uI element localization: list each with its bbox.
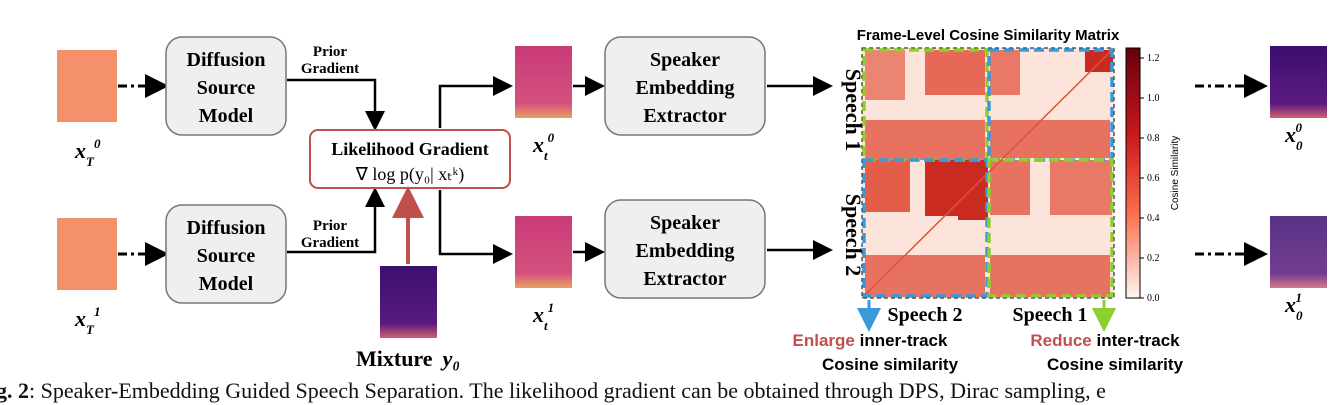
prior-gradient-label: Prior <box>313 44 347 60</box>
colorbar-tick-label: 0.4 <box>1147 213 1160 224</box>
label-xt1: xt1 <box>532 300 554 333</box>
svg-text:∇ log p(y₀| xₜᵏ): ∇ log p(y₀| xₜᵏ) <box>355 164 464 185</box>
arrow <box>287 187 385 254</box>
likelihood-gradient-box: Likelihood Gradient ∇ log p(y₀| xₜᵏ) <box>309 129 511 189</box>
prior-gradient-label: Gradient <box>301 61 359 77</box>
label-xT0: xT0 <box>74 136 101 169</box>
svg-text:Model: Model <box>199 273 254 295</box>
svg-text:Model: Model <box>199 105 254 127</box>
svg-text:Diffusion: Diffusion <box>187 49 266 71</box>
col-label: Speech 2 <box>888 304 963 326</box>
svg-text:Diffusion: Diffusion <box>187 217 266 239</box>
col-label: Speech 1 <box>1013 304 1088 326</box>
svg-text:Speaker: Speaker <box>650 49 720 71</box>
enlarge-note: Cosine similarity <box>822 355 959 374</box>
speaker-embedding-extractor-bottom: Speaker Embedding Extractor <box>604 199 766 299</box>
svg-text:Embedding: Embedding <box>636 77 735 99</box>
row-label: Speech 2 <box>841 194 866 277</box>
noise-image-bottom <box>57 218 117 290</box>
xt1-spectrogram <box>515 216 572 288</box>
svg-text:Speaker: Speaker <box>650 212 720 234</box>
diffusion-source-model-top: Diffusion Source Model <box>165 36 287 136</box>
colorbar-tick-label: 0.0 <box>1147 293 1160 304</box>
speaker-embedding-extractor-top: Speaker Embedding Extractor <box>604 36 766 136</box>
figure-caption: g. 2: Speaker-Embedding Guided Speech Se… <box>0 378 1106 403</box>
arrow <box>287 78 385 131</box>
label-x00: x00 <box>1284 120 1303 153</box>
mixture-spectrogram <box>380 266 437 338</box>
colorbar-tick-label: 0.6 <box>1147 173 1160 184</box>
svg-text:Source: Source <box>197 77 256 99</box>
svg-text:Source: Source <box>197 245 256 267</box>
diffusion-source-model-bottom: Diffusion Source Model <box>165 204 287 304</box>
xt0-spectrogram <box>515 46 572 118</box>
label-xt0: xt0 <box>532 130 555 163</box>
prior-gradient-label: Prior <box>313 218 347 234</box>
colorbar <box>1125 47 1141 299</box>
arrow <box>438 190 513 264</box>
colorbar-tick-label: 0.2 <box>1147 253 1160 264</box>
label-x01: x01 <box>1284 290 1303 323</box>
svg-text:Extractor: Extractor <box>643 268 726 290</box>
similarity-matrix <box>861 47 1115 299</box>
noise-image-top <box>57 50 117 122</box>
matrix-title: Frame-Level Cosine Similarity Matrix <box>857 27 1120 44</box>
svg-text:Extractor: Extractor <box>643 105 726 127</box>
label-xT1: xT1 <box>74 304 100 337</box>
prior-gradient-label: Gradient <box>301 235 359 251</box>
colorbar-ticks: 1.2 1.0 0.8 0.6 0.4 0.2 0.0 <box>1140 53 1160 304</box>
x00-spectrogram <box>1270 46 1327 118</box>
x01-spectrogram <box>1270 216 1327 288</box>
colorbar-tick-label: 1.0 <box>1147 93 1160 104</box>
colorbar-tick-label: 0.8 <box>1147 133 1160 144</box>
colorbar-tick-label: 1.2 <box>1147 53 1160 64</box>
reduce-note: Cosine similarity <box>1047 355 1184 374</box>
reduce-note: Reduce inter-track <box>1030 331 1180 350</box>
row-label: Speech 1 <box>841 69 866 152</box>
svg-text:Embedding: Embedding <box>636 240 735 262</box>
arrow <box>438 76 513 128</box>
enlarge-note: Enlarge inner-track <box>793 331 948 350</box>
colorbar-label: Cosine Similarity <box>1170 136 1181 210</box>
svg-text:Likelihood Gradient: Likelihood Gradient <box>331 139 489 159</box>
